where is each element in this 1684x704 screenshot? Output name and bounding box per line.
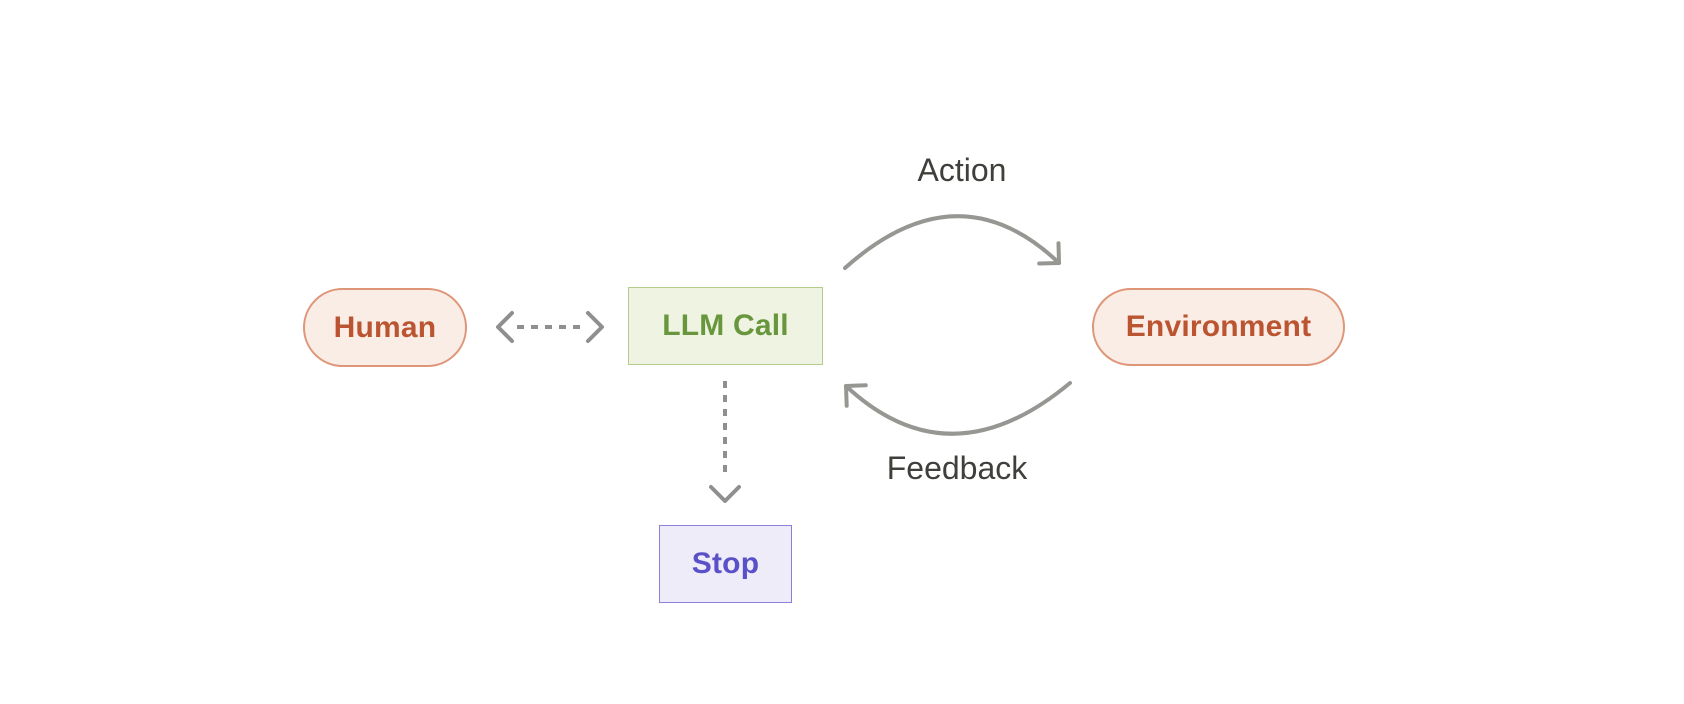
node-stop-label: Stop <box>691 547 760 580</box>
node-environment: Environment <box>1092 288 1345 366</box>
llm-stop-arrowhead-icon <box>709 485 741 503</box>
node-llm-call: LLM Call <box>628 287 823 365</box>
node-human-label: Human <box>333 310 437 344</box>
node-stop: Stop <box>659 525 792 603</box>
human-llm-right-arrowhead-icon <box>586 311 604 343</box>
action-edge-label: Action <box>917 152 1007 188</box>
feedback-arrow <box>844 381 1072 436</box>
node-llm-call-label: LLM Call <box>662 309 789 342</box>
node-environment-label: Environment <box>1125 310 1312 343</box>
human-llm-left-arrowhead-icon <box>496 311 514 343</box>
feedback-edge-label: Feedback <box>886 450 1028 486</box>
action-arrow <box>843 214 1061 270</box>
node-human: Human <box>303 288 467 367</box>
